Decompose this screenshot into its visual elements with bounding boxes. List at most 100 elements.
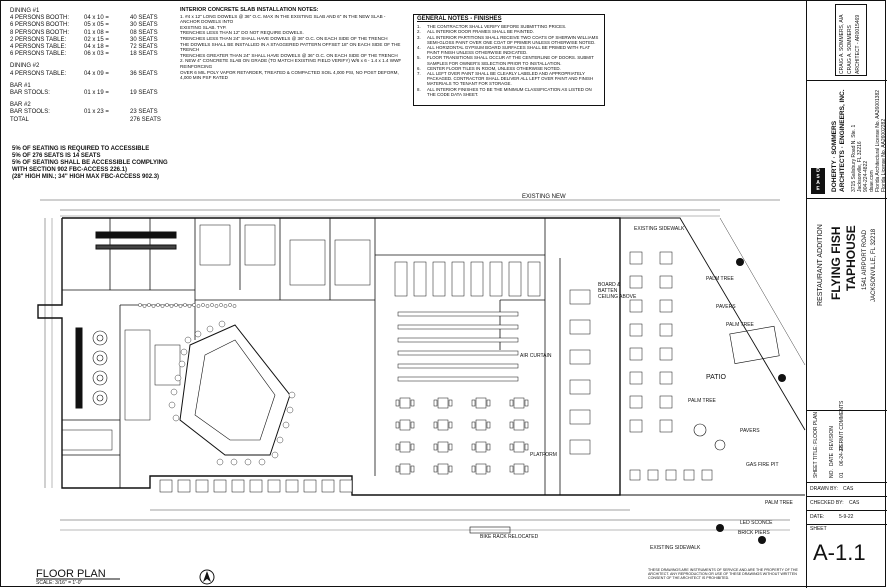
seating-calc: 01 x 19 = [84,90,109,97]
bar-stool [223,304,228,308]
firm-license-2: Florida License No. AA26002282 [881,118,887,192]
bar-table [569,439,591,455]
chair [410,399,415,407]
bar-stool [216,458,224,466]
bar-stool [205,304,210,308]
project-name-2: TAPHOUSE [844,225,858,291]
checked-by-value: CAS [849,500,860,506]
bar-stool [147,303,151,307]
dining2-heading: DINING #2 [10,63,40,70]
booth-table [508,261,522,297]
chair [448,421,453,429]
general-note-text: ALL INTERIOR PARTITIONS SHALL RECEIVE TW… [427,34,599,45]
chair [471,421,476,429]
rev-date-header: DATE [829,453,835,466]
dining-table [399,397,411,409]
architect-seal [835,4,867,76]
chair [395,465,400,473]
date-value: 5-9-22 [839,514,854,520]
seating-row: BAR STOOLS:01 x 23 =23 SEATS [10,109,170,116]
title-block: CRAIG A. SOMMERS, AIA CRAIG A. SOMMERS A… [806,0,887,588]
chair [471,465,476,473]
seating-row: 2 PERSONS TABLE:02 x 15 =30 SEATS [10,37,170,44]
banquette-table [397,324,519,330]
patio-table [629,251,643,265]
chair [486,421,491,429]
bar-stool [276,436,284,444]
seating-calc: 01 x 23 = [84,109,109,116]
booth-table [267,479,281,493]
rev-no: 01 [839,472,845,478]
general-note-text: THE CONTRACTOR SHALL VERIFY BEFORE SUBMI… [427,24,567,30]
patio-table [659,419,673,433]
sheet-number: A-1.1 [813,540,866,565]
sheet-label: SHEET [810,526,827,532]
accessibility-notes: 5% OF SEATING IS REQUIRED TO ACCESSIBLE … [12,146,182,181]
seating-total: 40 SEATS [130,15,158,22]
patio-table [659,251,673,265]
general-note-number: 3. [417,34,421,40]
concrete-note-line: TRENCHES GREATER THAN 24" SHALL HAVE DOW… [180,52,398,58]
seating-row: 4 PERSONS BOOTH:04 x 10 =40 SEATS [10,15,170,22]
booth-table [159,479,173,493]
seating-calc: 04 x 09 = [84,70,109,77]
dining-table [399,419,411,431]
revision-cell: SHEET TITLE: FLOOR PLAN NO. DATE REVISIO… [807,401,887,483]
patio-table [629,419,643,433]
project-type: RESTAURANT ADDITION [817,224,824,306]
bar-table [569,409,591,425]
seating-label: BAR STOOLS: [10,90,50,97]
chair [524,399,529,407]
chair [509,399,514,407]
seating-label: 6 PERSONS TABLE: [10,51,67,58]
firm-name-2: ARCHITECTS · ENGINEERS, INC. [839,89,846,192]
seating-total: 08 SEATS [130,29,158,36]
palm-tree-label: PALM TREE [706,276,734,282]
chair [471,399,476,407]
architect-seal-cell: CRAIG A. SOMMERS, AIA CRAIG A. SOMMERS A… [807,0,887,81]
checked-by-label: CHECKED BY: [810,500,844,506]
dining-table [475,441,487,453]
bar-stool [174,374,182,382]
rev-no-header: NO. [829,469,835,478]
booth-table [413,261,427,297]
chair [448,399,453,407]
patio-table [683,469,695,481]
bar-stool [183,303,187,307]
patio-table [629,275,643,289]
general-note-text: ALL LEFT OVER PAINT SHALL BE CLEARLY LAB… [427,71,594,87]
dining-table [513,441,525,453]
chair [486,443,491,451]
bar-stool [288,391,296,399]
seating-row: BAR STOOLS:01 x 19 =19 SEATS [10,90,170,97]
chair [410,443,415,451]
booth-table [470,261,484,297]
dining-table [513,419,525,431]
patio-table [659,323,673,337]
bar-table [569,319,591,335]
architect-name: CRAIG A. SOMMERS, AIA [839,14,845,74]
chair [524,421,529,429]
general-note-number: 1. [417,24,421,30]
seating-label: 4 PERSONS TABLE: [10,70,67,77]
project-name: FLYING FISH [829,226,843,300]
bar-stool [194,330,202,338]
existing-sidewalk-label-2: EXISTING SIDEWALK [634,226,685,232]
date-label: DATE: [810,514,825,520]
banquette-table [397,311,519,317]
concrete-note-line: OVER 6 MIL POLY VAPOR RETARDER, TREATED … [180,69,399,81]
sheet-title: SHEET TITLE: FLOOR PLAN [813,412,819,478]
patio-table [659,371,673,385]
drawn-by-row: DRAWN BY: CAS [807,482,887,497]
dining-table [437,441,449,453]
booth-table [432,261,446,297]
booth-table [321,479,335,493]
general-note-item: 2.ALL INTERIOR DOOR FRAMES SHALL BE PAIN… [414,29,604,34]
general-note-number: 6. [417,65,421,71]
bar-stool [196,304,201,308]
booth-table [489,261,503,297]
firm-name: DOHERTY · SOMMERS [831,120,838,192]
